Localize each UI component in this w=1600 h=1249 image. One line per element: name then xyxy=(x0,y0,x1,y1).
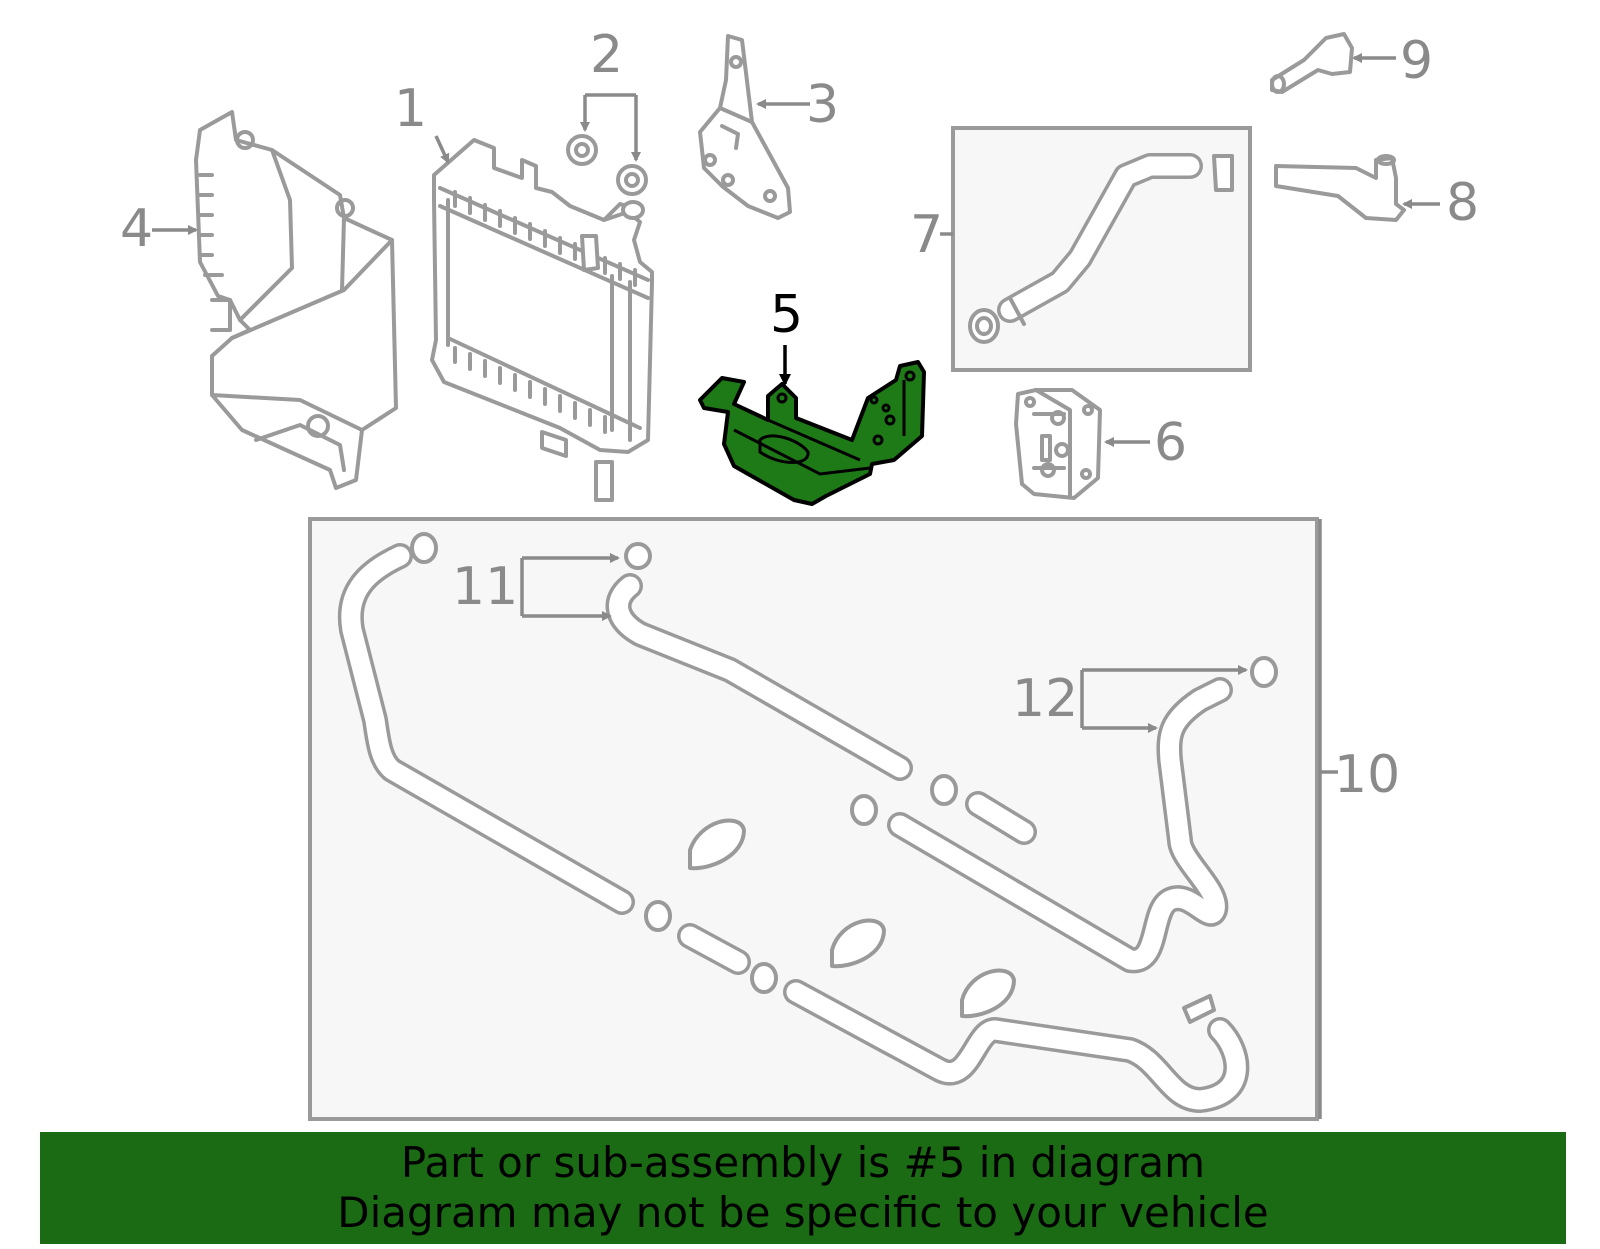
callout-7: 7 xyxy=(910,205,943,265)
banner-line-1: Part or sub-assembly is #5 in diagram xyxy=(400,1138,1206,1187)
banner-line-2: Diagram may not be specific to your vehi… xyxy=(337,1188,1269,1237)
part-5-highlighted-bracket[interactable] xyxy=(698,360,926,506)
callout-11: 11 xyxy=(452,557,518,617)
callout-1: 1 xyxy=(394,79,427,139)
callout-6: 6 xyxy=(1154,413,1187,473)
callout-8: 8 xyxy=(1446,173,1479,233)
leader-lines xyxy=(152,53,1440,1119)
part-1-radiator[interactable] xyxy=(430,138,654,502)
part-10-hose-assembly[interactable] xyxy=(337,532,1278,1113)
callout-5: 5 xyxy=(770,285,803,345)
part-7-hose[interactable] xyxy=(968,153,1234,344)
callout-2: 2 xyxy=(590,25,623,85)
part-4-air-guide[interactable] xyxy=(194,110,398,490)
part-3-bracket[interactable] xyxy=(698,34,792,220)
callout-12: 12 xyxy=(1012,669,1078,729)
callout-labels: 1 2 3 4 5 6 7 8 9 10 11 12 xyxy=(120,25,1479,805)
callout-10: 10 xyxy=(1334,745,1400,805)
part-9-fitting[interactable] xyxy=(1270,32,1354,94)
info-banner: Part or sub-assembly is #5 in diagram Di… xyxy=(40,1132,1566,1244)
part-8-pipe[interactable] xyxy=(1274,154,1406,222)
part-6-mount-plate[interactable] xyxy=(1014,388,1102,500)
callout-4: 4 xyxy=(120,199,153,259)
callout-3: 3 xyxy=(806,75,839,135)
callout-9: 9 xyxy=(1400,31,1433,91)
part-2-grommets[interactable] xyxy=(566,134,648,196)
